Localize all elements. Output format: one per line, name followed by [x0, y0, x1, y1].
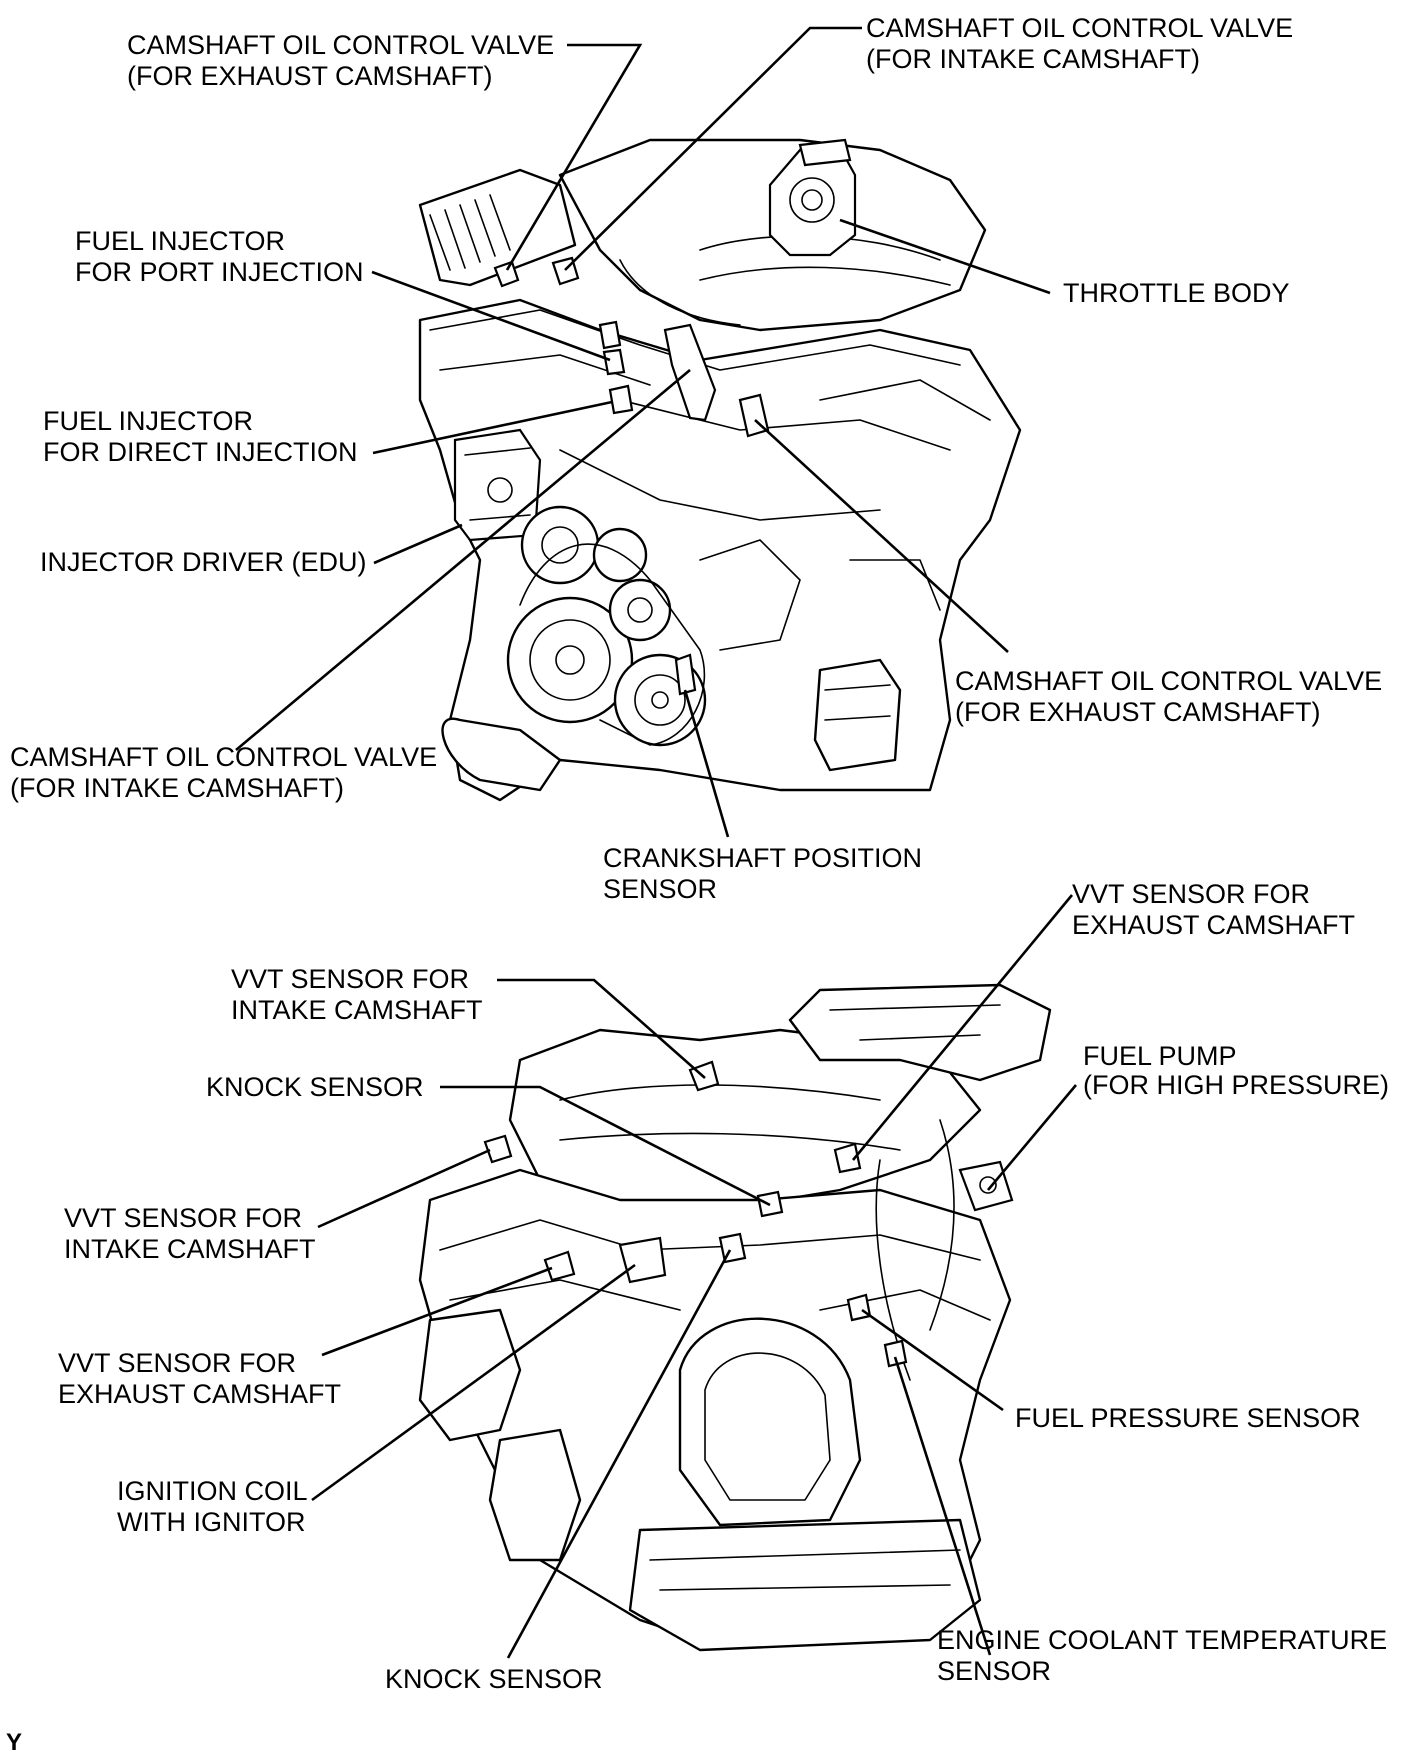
leader-fuel-injector-port: [371, 270, 611, 362]
bottom-engine-illustration: [418, 983, 1052, 1652]
leader-throttle-body: [839, 218, 1051, 295]
leader-ignition-coil: [311, 1263, 636, 1502]
labels: CAMSHAFT OIL CONTROL VALVE (FOR EXHAUST …: [6, 13, 1395, 1756]
label-camshaft-ocv-exhaust-top: CAMSHAFT OIL CONTROL VALVE (FOR EXHAUST …: [127, 30, 562, 91]
label-camshaft-ocv-intake-left: CAMSHAFT OIL CONTROL VALVE (FOR INTAKE C…: [10, 742, 445, 803]
label-fuel-injector-port: FUEL INJECTOR FOR PORT INJECTION: [75, 226, 364, 287]
label-injector-driver: INJECTOR DRIVER (EDU): [40, 547, 367, 577]
label-crankshaft-position-sensor: CRANKSHAFT POSITION SENSOR: [603, 843, 930, 904]
leader-vvt-intake-left: [317, 1148, 491, 1229]
label-vvt-intake-top: VVT SENSOR FOR INTAKE CAMSHAFT: [231, 964, 483, 1025]
label-fuel-injector-direct: FUEL INJECTOR FOR DIRECT INJECTION: [43, 406, 358, 467]
leader-camshaft-ocv-exhaust-right: [754, 419, 1009, 653]
top-engine-illustration: [418, 138, 1022, 802]
label-vvt-intake-left: VVT SENSOR FOR INTAKE CAMSHAFT: [64, 1203, 316, 1264]
label-knock-sensor-top: KNOCK SENSOR: [206, 1072, 424, 1102]
leader-camshaft-ocv-intake-top: [564, 26, 862, 271]
leader-fuel-injector-direct: [372, 400, 613, 455]
leader-injector-driver: [373, 523, 463, 565]
leader-vvt-exhaust-left: [321, 1266, 553, 1357]
leader-engine-coolant-temp: [893, 1356, 992, 1656]
leader-camshaft-ocv-intake-left: [235, 369, 691, 751]
label-fuel-pump-high-pressure: FUEL PUMP (FOR HIGH PRESSURE): [1083, 1041, 1389, 1100]
label-engine-coolant-temp-sensor: ENGINE COOLANT TEMPERATURE SENSOR: [937, 1625, 1395, 1686]
leader-vvt-intake-top: [497, 978, 706, 1079]
label-vvt-exhaust-left: VVT SENSOR FOR EXHAUST CAMSHAFT: [58, 1348, 341, 1409]
label-ignition-coil: IGNITION COIL WITH IGNITOR: [117, 1476, 314, 1537]
label-vvt-exhaust-top: VVT SENSOR FOR EXHAUST CAMSHAFT: [1072, 879, 1355, 940]
label-camshaft-ocv-intake-top: CAMSHAFT OIL CONTROL VALVE (FOR INTAKE C…: [866, 13, 1301, 74]
leader-crankshaft-position: [683, 689, 730, 838]
leader-fuel-pressure-sensor: [861, 1308, 1004, 1412]
leader-camshaft-ocv-exhaust-top: [505, 43, 643, 271]
label-camshaft-ocv-exhaust-right: CAMSHAFT OIL CONTROL VALVE (FOR EXHAUST …: [955, 666, 1390, 727]
leader-lines: [235, 26, 1077, 1659]
leader-vvt-exhaust-top: [851, 894, 1074, 1161]
label-knock-sensor-bottom: KNOCK SENSOR: [385, 1664, 603, 1694]
leader-knock-sensor-bottom: [506, 1249, 732, 1659]
reference-mark: Y: [6, 1729, 22, 1756]
label-throttle-body: THROTTLE BODY: [1063, 278, 1290, 308]
leader-knock-sensor-top: [440, 1085, 771, 1207]
label-fuel-pressure-sensor: FUEL PRESSURE SENSOR: [1015, 1403, 1361, 1433]
leader-fuel-pump: [987, 1084, 1077, 1191]
